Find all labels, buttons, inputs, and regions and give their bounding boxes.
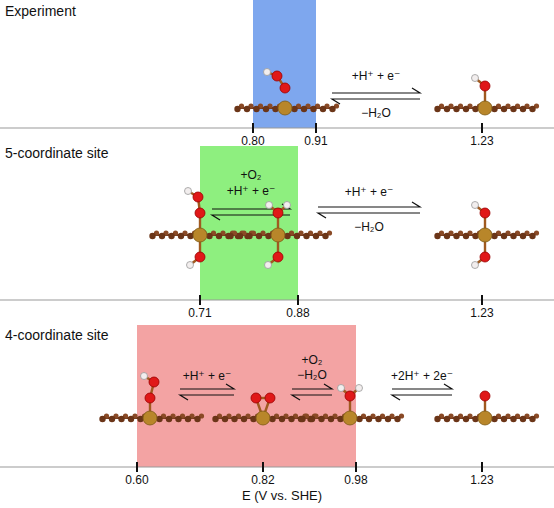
potential-band	[137, 325, 356, 467]
molecule-model	[434, 75, 539, 116]
reaction-label: +H⁺ + e⁻	[183, 370, 232, 383]
tick-value: 1.23	[470, 307, 493, 320]
molecule-model	[227, 202, 332, 269]
molecule-model	[212, 393, 317, 425]
equilibrium-arrow	[292, 384, 332, 400]
panel-title: 4-coordinate site	[5, 328, 109, 343]
tick-value: 1.23	[470, 135, 493, 148]
molecule-model	[434, 202, 539, 269]
axis-line	[0, 300, 554, 301]
equilibrium-arrow	[180, 384, 234, 400]
molecule-model	[234, 69, 339, 116]
equilibrium-arrow	[212, 204, 290, 220]
axis-tick	[136, 462, 138, 472]
tick-value: 0.71	[188, 307, 211, 320]
axis-line	[0, 467, 554, 468]
equilibrium-arrow	[332, 88, 420, 104]
molecule-model	[434, 391, 539, 425]
panel-title: 5-coordinate site	[5, 146, 109, 161]
tick-value: 1.23	[470, 474, 493, 487]
panel-title: Experiment	[5, 4, 76, 19]
reaction-label: +2H⁺ + 2e⁻	[391, 370, 453, 383]
reaction-label: −H₂O	[354, 221, 384, 234]
axis-tick	[315, 123, 317, 133]
reaction-label: +H⁺ + e⁻	[345, 186, 394, 199]
axis-title: E (V vs. SHE)	[242, 489, 322, 503]
equilibrium-arrow	[318, 202, 420, 218]
axis-tick	[262, 462, 264, 472]
axis-tick	[481, 123, 483, 133]
axis-tick	[481, 462, 483, 472]
tick-value: 0.80	[241, 135, 264, 148]
tick-value: 0.98	[344, 474, 367, 487]
tick-value: 0.60	[125, 474, 148, 487]
tick-value: 0.82	[251, 474, 274, 487]
axis-tick	[481, 295, 483, 305]
molecule-model	[149, 188, 254, 269]
potential-band	[200, 146, 298, 300]
reaction-label: +O₂	[302, 354, 323, 367]
reaction-label: +O₂	[241, 169, 262, 182]
axis-line	[0, 128, 554, 129]
reaction-label: +H⁺ + e⁻	[352, 70, 401, 83]
tick-value: 0.91	[304, 135, 327, 148]
tick-value: 0.88	[286, 307, 309, 320]
reaction-label: −H₂O	[297, 369, 327, 382]
axis-tick	[252, 123, 254, 133]
axis-tick	[199, 295, 201, 305]
reaction-label: −H₂O	[361, 107, 391, 120]
equilibrium-arrow	[392, 384, 452, 400]
reaction-label: +H⁺ + e⁻	[227, 185, 276, 198]
axis-tick	[355, 462, 357, 472]
axis-tick	[297, 295, 299, 305]
molecule-model	[299, 385, 404, 426]
